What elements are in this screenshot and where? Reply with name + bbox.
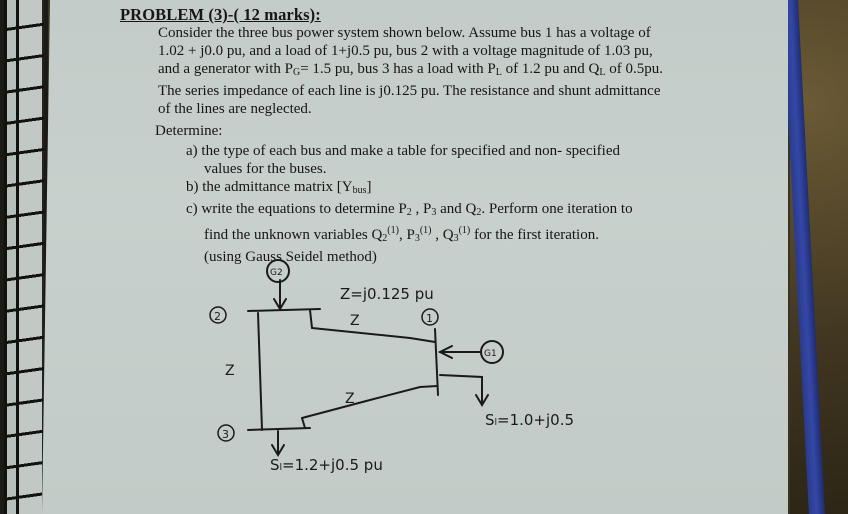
impedance-label: Z=j0.125 pu bbox=[340, 285, 434, 303]
load-bus-1: Sₗ=1.0+j0.5 bbox=[485, 411, 574, 429]
part-c-line-1: c) write the equations to determine P2 ,… bbox=[186, 201, 633, 218]
bus-3-label: 3 bbox=[222, 428, 229, 441]
bus-2-label: 2 bbox=[214, 310, 221, 323]
line-2-3-label: Z bbox=[225, 363, 235, 379]
question-parts: a) the type of each bus and make a table… bbox=[186, 142, 633, 266]
part-a-line-2: values for the buses. bbox=[204, 161, 327, 177]
part-a-line-1: a) the type of each bus and make a table… bbox=[186, 143, 620, 159]
generator-g2-label: G2 bbox=[270, 268, 283, 278]
generator-g1-label: G1 bbox=[484, 349, 497, 359]
statement-line-3: and a generator with PG= 1.5 pu, bus 3 h… bbox=[158, 61, 663, 78]
spiral-binding bbox=[0, 0, 48, 514]
part-c-line-3: (using Gauss Seidel method) bbox=[204, 249, 377, 265]
statement-line-5: of the lines are neglected. bbox=[158, 101, 312, 117]
paper-sheet bbox=[42, 0, 788, 514]
problem-title: PROBLEM (3)-( 12 marks): bbox=[120, 5, 321, 24]
line-1-2-label: Z bbox=[350, 313, 360, 329]
statement-line-1: Consider the three bus power system show… bbox=[158, 25, 651, 41]
line-1-3-label: Z bbox=[345, 391, 355, 407]
load-bus-3: Sₗ=1.2+j0.5 pu bbox=[270, 456, 383, 474]
statement-line-2: 1.02 + j0.0 pu, and a load of 1+j0.5 pu,… bbox=[158, 43, 653, 59]
bus-1-label: 1 bbox=[426, 312, 433, 325]
determine-label: Determine: bbox=[155, 123, 223, 139]
problem-statement: Consider the three bus power system show… bbox=[158, 24, 758, 118]
part-b: b) the admittance matrix [Ybus] bbox=[186, 179, 372, 196]
statement-line-4: The series impedance of each line is j0.… bbox=[158, 83, 661, 99]
part-c-line-2: find the unknown variables Q2(1), P3(1) … bbox=[204, 225, 599, 244]
three-bus-diagram: 2 1 3 G2 G1 Z=j0.125 pu Z Z Z Sₗ=1.0+j0.… bbox=[209, 259, 574, 474]
